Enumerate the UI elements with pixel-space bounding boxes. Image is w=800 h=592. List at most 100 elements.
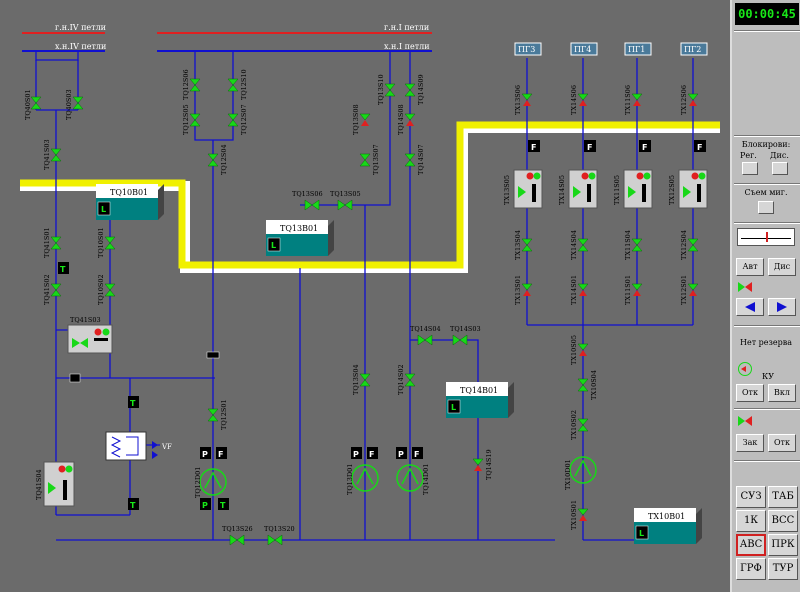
tank-tx10b01-label: TX10B01	[648, 512, 685, 521]
svg-text:TQ13S10: TQ13S10	[377, 74, 385, 105]
ku-indicator-icon	[738, 362, 752, 376]
pg4-box[interactable]	[570, 42, 598, 56]
heater-tx12s05[interactable]	[678, 169, 708, 209]
heater-tx11s05[interactable]	[623, 169, 653, 209]
pg-boxes: ПГ3 ПГ4 ПГ1 ПГ2	[514, 42, 708, 56]
tank-tq13b01-label: TQ13B01	[280, 224, 318, 233]
svg-text:F: F	[531, 143, 536, 152]
close-button[interactable]: Зак	[736, 434, 764, 452]
pg1-box[interactable]	[624, 42, 652, 56]
pg3-box[interactable]	[514, 42, 542, 56]
left-arrow-button[interactable]	[736, 298, 764, 316]
tank-tx10b01[interactable]: TX10B01 L	[634, 508, 702, 544]
process-scheme: г.н.IV петли х.н.IV петли г.н.I петли х.…	[0, 0, 730, 592]
arrow-right-icon	[777, 302, 787, 312]
nav-grf-button[interactable]: ГРФ	[736, 558, 766, 580]
nav-tab-button[interactable]: ТАБ	[768, 486, 798, 508]
heater-tx13s05[interactable]	[513, 169, 543, 209]
svg-text:TQ14S08: TQ14S08	[397, 104, 405, 135]
heater-tx14s05[interactable]	[568, 169, 598, 209]
svg-text:TX13S06: TX13S06	[514, 85, 522, 115]
svg-text:TQ12S07: TQ12S07	[240, 104, 248, 135]
svg-text:TQ12S06: TQ12S06	[182, 69, 190, 100]
nav-suz-button[interactable]: СУЗ	[736, 486, 766, 508]
valve-tq13s26[interactable]	[229, 534, 245, 546]
svg-text:TX12S01: TX12S01	[680, 275, 688, 305]
tank-tq10b01[interactable]: TQ10B01 L	[96, 184, 164, 220]
svg-text:TQ13S05: TQ13S05	[330, 190, 361, 198]
dist-button[interactable]: Дис	[768, 258, 796, 276]
svg-text:TX12S04: TX12S04	[680, 230, 688, 260]
svg-text:T: T	[130, 501, 136, 510]
svg-text:L: L	[101, 205, 106, 214]
off-button[interactable]: Отк	[736, 384, 764, 402]
header-hot-iv: г.н.IV петли	[55, 23, 106, 32]
tank-tq10b01-label: TQ10B01	[110, 188, 148, 197]
valve-mode-icon-b	[745, 416, 752, 426]
valve-tq14s03[interactable]	[452, 334, 468, 346]
tank-tq13b01[interactable]: TQ13B01 L	[266, 220, 334, 256]
valve-tq13s06[interactable]	[304, 199, 320, 211]
svg-text:TQ12S10: TQ12S10	[240, 69, 248, 100]
open-button[interactable]: Отк	[768, 434, 796, 452]
heater-tq41s03[interactable]: TQ41S03	[67, 316, 113, 354]
svg-text:TQ13S26: TQ13S26	[222, 525, 253, 533]
svg-text:F: F	[587, 143, 592, 152]
svg-text:TQ14S04: TQ14S04	[410, 325, 441, 333]
scheme-svg: г.н.IV петли х.н.IV петли г.н.I петли х.…	[20, 23, 720, 546]
svg-text:P: P	[353, 450, 359, 459]
t-badges: T T T T P	[58, 262, 229, 510]
nav-prk-button[interactable]: ПРК	[768, 534, 798, 556]
svg-text:TQ14S19: TQ14S19	[485, 449, 493, 480]
svg-text:TX14S01: TX14S01	[570, 275, 578, 305]
pg1-label: ПГ1	[628, 45, 645, 54]
right-arrow-button[interactable]	[768, 298, 796, 316]
no-reserve-label: Нет резерва	[739, 338, 793, 347]
svg-text:TX10S04: TX10S04	[590, 370, 598, 400]
vf-label: VF	[161, 443, 172, 451]
valve-tq13s20[interactable]	[267, 534, 283, 546]
svg-text:TX14S06: TX14S06	[570, 85, 578, 115]
gauge	[737, 228, 795, 246]
tank-tq14b01[interactable]: TQ14B01 L	[446, 382, 514, 418]
svg-text:TQ12S01: TQ12S01	[220, 399, 228, 430]
nav-tur-button[interactable]: ТУР	[768, 558, 798, 580]
valve-labels: TQ40S01 TQ40S03 TQ41S03 TQ41S01 TQ41S02 …	[24, 69, 688, 530]
disk-label: Дис.	[770, 151, 789, 160]
disk-block-button[interactable]	[772, 162, 788, 175]
svg-text:TQ13S06: TQ13S06	[292, 190, 323, 198]
nav-vss-button[interactable]: ВСС	[768, 510, 798, 532]
auto-button[interactable]: Авт	[736, 258, 764, 276]
valve-tq14s04[interactable]	[417, 334, 433, 346]
svg-text:TX13S04: TX13S04	[514, 230, 522, 260]
reg-block-button[interactable]	[742, 162, 758, 175]
svg-text:TQ40S03: TQ40S03	[65, 89, 73, 120]
heater-tq41s04[interactable]	[43, 461, 75, 507]
svg-text:TQ13S07: TQ13S07	[372, 144, 380, 175]
svg-text:TX12S05: TX12S05	[668, 175, 676, 205]
svg-text:TX10S02: TX10S02	[570, 410, 578, 440]
nav-avs-button[interactable]: АВС	[736, 534, 766, 556]
svg-text:TQ41S04: TQ41S04	[35, 469, 43, 500]
pg4-label: ПГ4	[574, 45, 591, 54]
pg2-label: ПГ2	[684, 45, 701, 54]
svg-text:TX14S05: TX14S05	[558, 175, 566, 205]
clock-display: 00:00:45	[735, 3, 799, 25]
remove-blink-button[interactable]	[758, 201, 774, 214]
pg2-box[interactable]	[680, 42, 708, 56]
heat-exchanger[interactable]	[105, 431, 158, 461]
valve-tq13s05[interactable]	[337, 199, 353, 211]
header-cold-iv: х.н.IV петли	[55, 42, 106, 51]
svg-text:TQ14D01: TQ14D01	[422, 464, 430, 495]
pg3-label: ПГ3	[518, 45, 535, 54]
svg-text:F: F	[697, 143, 702, 152]
svg-text:L: L	[639, 529, 644, 538]
svg-text:P: P	[202, 450, 208, 459]
svg-text:TQ14S07: TQ14S07	[417, 144, 425, 175]
svg-text:TQ13D01: TQ13D01	[346, 464, 354, 495]
blocking-label: Блокирови:	[741, 140, 791, 149]
on-button[interactable]: Вкл	[768, 384, 796, 402]
svg-text:TQ12S05: TQ12S05	[182, 104, 190, 135]
svg-text:T: T	[130, 399, 136, 408]
nav-1k-button[interactable]: 1К	[736, 510, 766, 532]
